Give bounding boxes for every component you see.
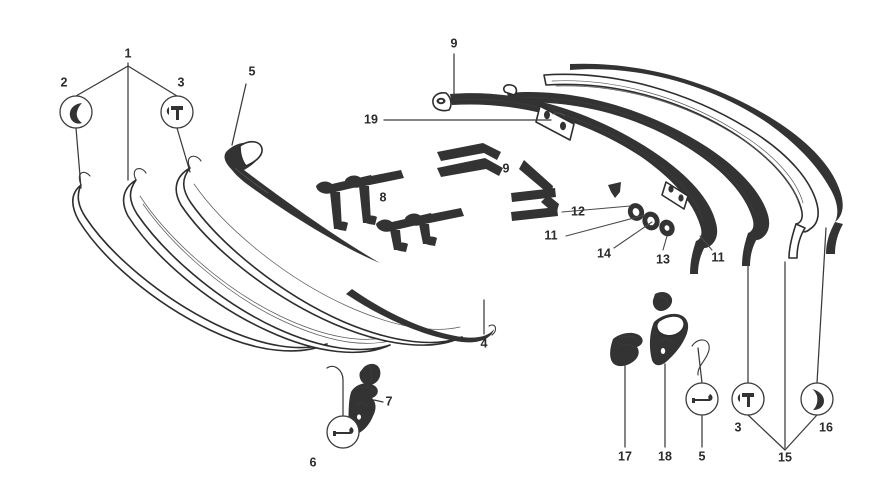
part-front-bow-rubber-trim xyxy=(346,289,497,343)
part-rear-outer-seal xyxy=(570,63,843,254)
section-badge-5-right xyxy=(685,382,719,416)
part-upper-rail-weatherstrip xyxy=(503,84,770,266)
part-screw xyxy=(608,182,621,198)
part-center-seal-rail-left xyxy=(122,167,391,354)
callout-number-19: 19 xyxy=(364,112,378,126)
part-front-rail-weatherstrip xyxy=(432,92,718,274)
section-badge-3-right xyxy=(731,382,765,416)
part-mounting-bracket-upper xyxy=(316,170,404,231)
callout-number-3-left: 3 xyxy=(178,75,185,89)
part-chevron-channel-upper xyxy=(437,143,503,177)
section-badge-6 xyxy=(326,415,360,449)
part-right-corner-bracket xyxy=(649,313,689,366)
callout-number-16: 16 xyxy=(819,420,833,434)
section-badge-2 xyxy=(59,95,93,129)
section-badge-16 xyxy=(800,382,834,416)
section-badge-3-left xyxy=(160,95,194,129)
callout-number-5-right: 5 xyxy=(699,449,706,463)
callout-number-13: 13 xyxy=(656,252,670,266)
callout-number-11-right: 11 xyxy=(711,250,724,264)
callout-number-2: 2 xyxy=(61,75,68,89)
callout-number-3-right: 3 xyxy=(735,420,742,434)
part-rear-rail-center xyxy=(543,73,819,259)
callout-number-1: 1 xyxy=(125,46,132,60)
part-left-corner-bracket xyxy=(610,332,643,367)
callout-number-9-mid: 9 xyxy=(503,161,510,175)
callout-number-14: 14 xyxy=(597,246,611,260)
part-nut xyxy=(659,219,675,237)
callout-number-8: 8 xyxy=(380,190,387,204)
callout-number-9-top: 9 xyxy=(451,36,458,50)
callout-number-11-left: 11 xyxy=(544,228,557,242)
callout-numbers: 1 2 3 4 5 6 7 8 9 9 11 11 12 13 14 15 16… xyxy=(61,36,833,469)
callout-number-6: 6 xyxy=(310,455,317,469)
part-mounting-bracket-lower xyxy=(376,208,464,252)
part-front-header-trim xyxy=(224,140,380,263)
callout-number-4: 4 xyxy=(481,336,488,350)
callout-number-7: 7 xyxy=(386,394,393,408)
part-rail-bracket-mid xyxy=(661,181,689,210)
callout-number-5-left: 5 xyxy=(249,64,256,78)
callout-number-12: 12 xyxy=(571,204,585,218)
callout-number-15: 15 xyxy=(778,450,792,464)
part-hook-rod-right xyxy=(691,339,710,376)
part-chevron-channel-lower xyxy=(511,160,559,221)
part-corner-pad-small xyxy=(359,363,381,385)
part-right-corner-bracket-tip xyxy=(652,291,673,311)
callout-number-18: 18 xyxy=(658,449,672,463)
leader-lines xyxy=(75,53,827,451)
callout-number-17: 17 xyxy=(618,449,632,463)
